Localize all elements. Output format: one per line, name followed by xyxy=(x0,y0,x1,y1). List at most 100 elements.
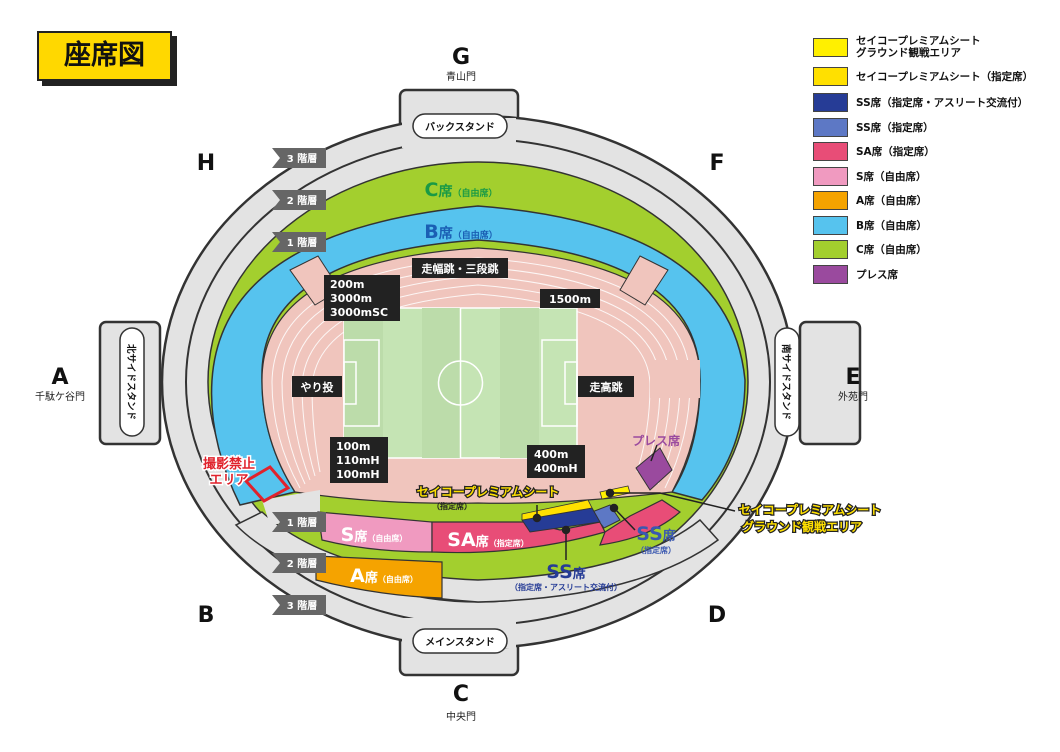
svg-text:セイコープレミアムシート: セイコープレミアムシート xyxy=(417,484,559,499)
floor-tag-3f-top: 3 階層 xyxy=(272,148,326,168)
seiko-reserved-callout: セイコープレミアムシート （指定席） xyxy=(416,483,561,511)
gate-e-name: 外苑門 xyxy=(838,390,868,403)
south-stand-pill: 南サイドスタンド xyxy=(774,327,800,437)
svg-text:100mH: 100mH xyxy=(336,468,380,481)
gate-h-letter: H xyxy=(197,151,215,176)
legend-label: C席（自由席） xyxy=(856,244,927,256)
gate-g-letter: G xyxy=(452,45,470,70)
gate-f-letter: F xyxy=(709,151,724,176)
event-distance-box: 200m 3000m 3000mSC xyxy=(324,275,400,321)
legend-label: SS席（指定席・アスリート交流付） xyxy=(856,97,1029,109)
legend-label: S席（自由席） xyxy=(856,171,927,183)
svg-text:3 階層: 3 階層 xyxy=(287,152,317,165)
svg-text:走高跳: 走高跳 xyxy=(589,380,623,394)
svg-text:グラウンド観戦エリア: グラウンド観戦エリア xyxy=(742,519,862,534)
track-extension-ne xyxy=(619,255,669,306)
legend-label: SA席（指定席） xyxy=(856,146,935,158)
legend-swatch xyxy=(813,167,848,186)
svg-text:3000m: 3000m xyxy=(330,292,372,305)
no-photo-callout: 撮影禁止 エリア xyxy=(201,455,256,490)
legend-label: B席（自由席） xyxy=(856,220,928,232)
svg-text:2 階層: 2 階層 xyxy=(287,557,317,570)
track-extension-e xyxy=(650,360,700,398)
legend-swatch xyxy=(813,142,848,161)
gate-c-letter: C xyxy=(453,682,469,707)
svg-text:撮影禁止: 撮影禁止 xyxy=(203,456,255,472)
sa-seat-label: SA席（指定席） xyxy=(447,529,528,551)
back-stand-pill: バックスタンド xyxy=(412,113,508,139)
svg-text:バックスタンド: バックスタンド xyxy=(425,122,495,134)
floor-tag-1f-bottom: 1 階層 xyxy=(272,512,326,532)
sa-seat-area[interactable] xyxy=(431,521,606,554)
event-high-jump-box: 走高跳 xyxy=(578,376,634,397)
legend-label: SS席（指定席） xyxy=(856,122,934,134)
legend-swatch xyxy=(813,118,848,137)
a-seat-label: A席（自由席） xyxy=(350,565,418,587)
svg-text:110mH: 110mH xyxy=(336,454,380,467)
legend-swatch xyxy=(813,240,848,259)
svg-text:400mH: 400mH xyxy=(534,462,578,475)
b-seat-label: B席（自由席） xyxy=(424,221,498,243)
sa-seat-area-right[interactable] xyxy=(599,499,681,546)
gate-c-name: 中央門 xyxy=(446,710,476,723)
c-seat-label: C席（自由席） xyxy=(425,179,498,201)
no-photo-area xyxy=(243,465,291,503)
ss-seat-sublabel: （指定席） xyxy=(636,545,676,555)
floor-tag-2f-top: 2 階層 xyxy=(272,190,326,210)
floor-tag-1f-top: 1 階層 xyxy=(272,232,326,252)
legend-label: セイコープレミアムシート（指定席） xyxy=(856,71,1034,83)
svg-text:100m: 100m xyxy=(336,440,370,453)
press-seat-area[interactable] xyxy=(635,447,673,491)
svg-text:（指定席）: （指定席） xyxy=(432,501,472,511)
svg-text:走幅跳・三段跳: 走幅跳・三段跳 xyxy=(421,262,499,276)
legend-swatch xyxy=(813,38,848,57)
legend-swatch xyxy=(813,93,848,112)
svg-text:やり投: やり投 xyxy=(301,380,334,394)
svg-text:200m: 200m xyxy=(330,278,364,291)
svg-text:エリア: エリア xyxy=(209,473,248,488)
legend-label: セイコープレミアムシートグラウンド観戦エリア xyxy=(856,35,981,59)
svg-text:南サイドスタンド: 南サイドスタンド xyxy=(780,344,792,420)
main-stand-pill: メインスタンド xyxy=(412,628,508,654)
ss-seat-label: SS席 xyxy=(636,523,676,545)
ss-athlete-seat-sublabel: （指定席・アスリート交流付） xyxy=(510,582,622,592)
north-stand-pill: 北サイドスタンド xyxy=(119,327,145,437)
svg-text:セイコープレミアムシート: セイコープレミアムシート xyxy=(739,502,881,517)
svg-text:3000mSC: 3000mSC xyxy=(330,306,388,319)
svg-text:1500m: 1500m xyxy=(549,293,591,306)
event-jump-box: 走幅跳・三段跳 xyxy=(412,258,508,278)
event-sprint-box: 100m 110mH 100mH xyxy=(330,437,388,483)
legend-swatch xyxy=(813,67,848,86)
legend-swatch xyxy=(813,265,848,284)
legend-label: プレス席 xyxy=(856,269,898,281)
press-seat-label: プレス席 xyxy=(632,433,680,448)
gate-b-letter: B xyxy=(198,603,215,628)
legend-label: A席（自由席） xyxy=(856,195,928,207)
floor-tag-2f-bottom: 2 階層 xyxy=(272,553,326,573)
event-spear-box: やり投 xyxy=(292,376,342,397)
svg-text:メインスタンド: メインスタンド xyxy=(425,637,495,649)
event-400-box: 400m 400mH xyxy=(527,445,585,478)
svg-text:3 階層: 3 階層 xyxy=(287,599,317,612)
svg-text:北サイドスタンド: 北サイドスタンド xyxy=(125,344,137,420)
legend-swatch xyxy=(813,216,848,235)
pointer-lines xyxy=(532,444,736,560)
gate-a-letter: A xyxy=(51,365,68,390)
ss-athlete-seat-label: SS席 xyxy=(546,561,586,583)
svg-text:2 階層: 2 階層 xyxy=(287,194,317,207)
a-seat-area[interactable] xyxy=(315,555,443,599)
svg-text:400m: 400m xyxy=(534,448,568,461)
gate-g-name: 青山門 xyxy=(446,70,476,83)
gate-d-letter: D xyxy=(708,603,726,628)
event-1500-box: 1500m xyxy=(540,289,600,308)
seiko-ground-callout: セイコープレミアムシート グラウンド観戦エリア xyxy=(738,501,883,536)
floor-tag-3f-bottom: 3 階層 xyxy=(272,595,326,615)
svg-text:1 階層: 1 階層 xyxy=(287,236,317,249)
gate-e-letter: E xyxy=(845,365,860,390)
football-field xyxy=(343,307,578,459)
s-seat-label: S席（自由席） xyxy=(341,524,408,546)
gate-a-name: 千駄ケ谷門 xyxy=(35,390,85,403)
page-title: 座席図 xyxy=(37,31,172,81)
legend-swatch xyxy=(813,191,848,210)
